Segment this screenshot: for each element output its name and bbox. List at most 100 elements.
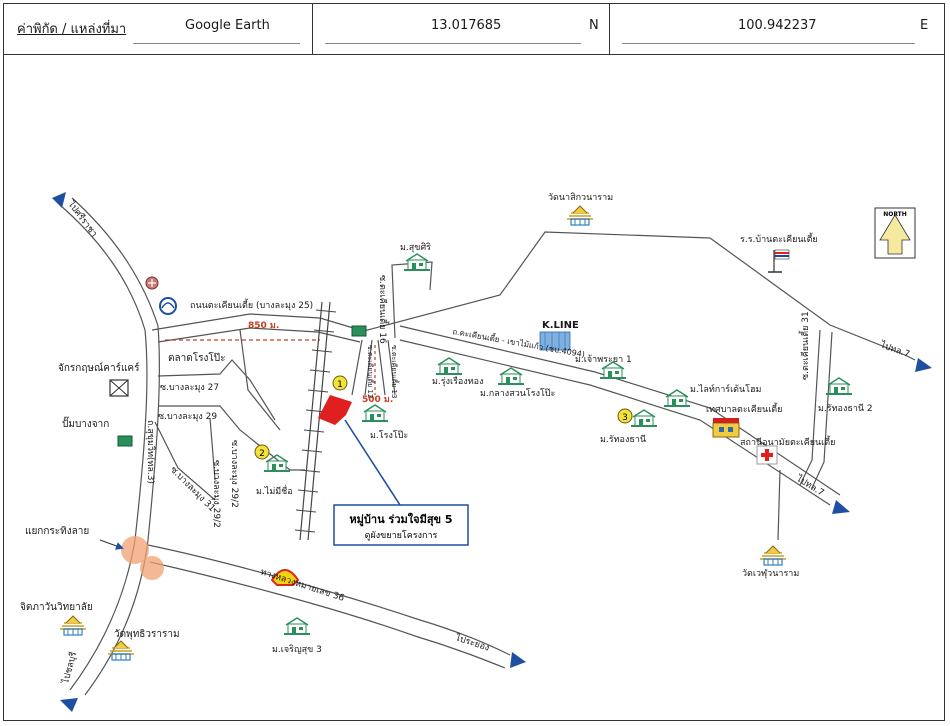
project-title: หมู่บ้าน ร่วมใจมีสุข 5 <box>349 512 452 527</box>
arrow-to-kho7-top <box>915 358 932 372</box>
roundabout-right <box>140 556 164 580</box>
roundabout-left <box>121 536 149 564</box>
project-callout: หมู่บ้าน ร่วมใจมีสุข 5 ดูผังขยายโครงการ <box>333 504 469 546</box>
label-pump-bangjak: ปั๊มบางจาก <box>62 416 109 430</box>
house-icon <box>435 357 463 375</box>
arrow-to-sriracha <box>52 192 66 208</box>
coordinates-header: ค่าพิกัด / แหล่งที่มา Google Earth 13.01… <box>3 3 945 55</box>
label-hw36: ทางหลวงหมายเลข 36 <box>259 567 346 604</box>
house-icon <box>361 404 389 422</box>
house-icon <box>663 389 691 407</box>
label-talat-rongpo: ตลาดโรงโป๊ะ <box>168 351 225 364</box>
location-label: ค่าพิกัด / แหล่งที่มา <box>17 22 127 37</box>
longitude-dir: E <box>920 18 929 33</box>
marker-3: 3 <box>617 408 633 424</box>
project-pointer <box>344 419 401 506</box>
label-dist-500: 500 ม. <box>362 395 393 405</box>
label-to-kho7-bottom: ไปทล.7 <box>794 473 826 499</box>
car-care-icon <box>109 379 129 397</box>
label-dist-850: 850 ม. <box>248 321 279 331</box>
page-border <box>3 3 945 721</box>
kline-building-icon <box>539 331 571 351</box>
svg-text:NORTH: NORTH <box>883 211 907 218</box>
label-wat-huaiwaram: วัดเวฬุวนาราม <box>742 568 799 579</box>
latitude-value: 13.017685 <box>431 18 502 33</box>
header-source-cell: ค่าพิกัด / แหล่งที่มา Google Earth <box>3 3 313 54</box>
label-soi-takhian12: ซ.ตะเคียนเตี้ย 12 <box>366 345 377 398</box>
house-icon <box>630 409 658 427</box>
project-site-marker <box>318 395 352 425</box>
ptt-logo <box>159 297 177 315</box>
label-m-rongpo: ม.โรงโป๊ะ <box>370 430 408 441</box>
compass-icon: NORTH <box>874 207 916 259</box>
arrow-to-chonburi <box>60 698 78 712</box>
flag-icon <box>768 249 790 273</box>
label-m-thaikan: ม.ไลท์การ์เด้นโฮม <box>690 383 762 395</box>
label-m-ruangthong: ม.รุ่งเรืองทอง <box>432 376 483 387</box>
marker-2: 2 <box>254 444 270 460</box>
road-network <box>59 197 916 696</box>
label-kline: K.LINE <box>542 320 579 331</box>
gas-station-icon <box>351 325 367 337</box>
label-soi-bl29-2: ซ.บางละมุง 29/2 <box>229 440 239 508</box>
label-m-charoensuk3: ม.เจริญสุข 3 <box>272 644 322 655</box>
house-icon <box>825 377 853 395</box>
label-soi-bl31: ซ.บางละมุง 31 <box>168 465 217 514</box>
label-soi-bl29-2b: ซ.บางละมุง 29/2 <box>211 460 221 528</box>
label-thesaban: เทศบาลตะเคียนเตี้ย <box>706 402 782 415</box>
label-wat-satkawan: วัดนาสิกวนาราม <box>548 192 613 203</box>
direction-arrows <box>52 192 932 712</box>
label-yaek-krathinglai: แยกกระทิงลาย <box>25 526 89 537</box>
project-subtitle: ดูผังขยายโครงการ <box>365 530 438 541</box>
header-lat-cell: 13.017685 N <box>313 3 610 54</box>
label-to-kho7-top: ไปทล.7 <box>878 339 911 360</box>
label-sukhumvit: ถ.สุขุมวิท(ทล.3) <box>145 420 156 484</box>
label-m-klangsuan: ม.กลางสวนโรงโป๊ะ <box>480 388 556 399</box>
marker-1: 1 <box>332 375 348 391</box>
bangchak-icon <box>117 435 133 447</box>
label-to-sriracha: ไปศรีราชา <box>65 198 100 239</box>
arrow-to-rayong <box>510 652 526 668</box>
arrow-to-kho7-bottom <box>832 500 850 514</box>
temple-icon <box>566 205 594 226</box>
lat-underline <box>325 43 581 44</box>
label-jakkrapong: จักรกฤษณ์คาร์แคร์ <box>58 362 140 374</box>
house-icon <box>283 617 311 635</box>
label-soi-takhian13: ซ.ตะเคียนเตี้ย 13 <box>390 345 401 398</box>
label-m-ruthong2: ม.รัทองธานี 2 <box>818 403 873 414</box>
label-soi-bl29: ซ.บางละมุง 29 <box>158 412 217 422</box>
label-soi-takhian31: ซ.ตะเคียนเตี้ย 31 <box>798 311 811 380</box>
label-school-takhian: ร.ร.บ้านตะเคียนเตี้ย <box>740 232 818 245</box>
label-soi-takhian16: ซ.ตะเคียนเตี้ย 16 <box>377 275 390 344</box>
header-lon-cell: 100.942237 E <box>610 3 945 54</box>
railway <box>294 301 337 541</box>
house-icon <box>263 454 291 472</box>
hospital-icon <box>756 445 778 465</box>
shell-logo <box>270 569 300 586</box>
label-wat-phutthi: วัดพุทธิวราราม <box>114 629 180 640</box>
roundabout-pointer <box>99 539 124 550</box>
source-underline <box>133 43 300 44</box>
label-m-ruthong3: ม.รัทองธานี <box>600 434 646 445</box>
label-soi-bl27: ซ.บางละมุง 27 <box>160 383 219 393</box>
svg-text:2: 2 <box>259 449 265 459</box>
temple-icon <box>59 615 87 636</box>
svg-text:3: 3 <box>622 413 628 423</box>
house-icon <box>497 367 525 385</box>
svg-text:1: 1 <box>337 380 343 390</box>
lon-underline <box>622 43 915 44</box>
label-road-takhianti-25: ถนนตะเคียนเตี้ย (บางละมุง 25) <box>190 298 313 311</box>
label-m-chaophraya1: ม.เจ้าพระยา 1 <box>575 354 632 365</box>
label-chitpa: จิตภาวันวิทยาลัย <box>20 602 93 613</box>
label-m-maimeesue: ม.ไม่มีชื่อ <box>256 484 293 497</box>
brand-logo <box>145 276 159 290</box>
temple-icon <box>759 545 787 566</box>
label-health-station: สถานีอนามัยตะเคียนเตี้ย <box>740 435 835 448</box>
thesaban-building-icon <box>712 418 740 438</box>
house-icon <box>403 253 431 271</box>
latitude-dir: N <box>589 18 599 33</box>
source-value: Google Earth <box>185 18 270 33</box>
label-m-sukkhiri: ม.สุขศิริ <box>400 242 431 253</box>
temple-icon <box>107 640 135 661</box>
